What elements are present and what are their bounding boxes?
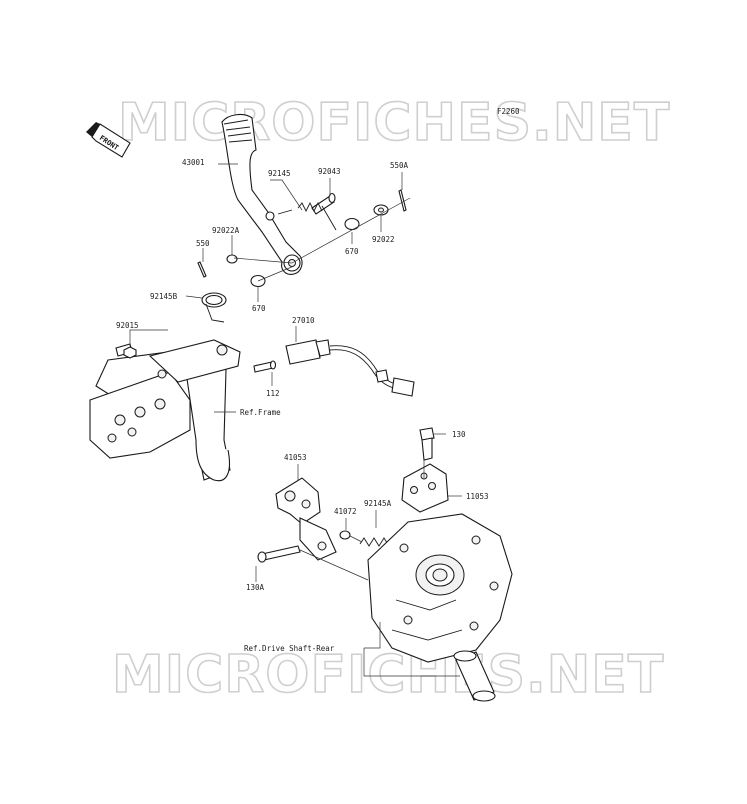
label-11053: 11053 [466, 492, 489, 501]
bracket-11053 [401, 463, 449, 513]
spring-92145b [201, 292, 227, 323]
label-130: 130 [452, 430, 466, 439]
label-92015: 92015 [116, 321, 139, 330]
label-27010: 27010 [292, 316, 315, 325]
lever-41053 [275, 477, 337, 561]
drive-shaft [453, 650, 496, 702]
o-ring-670-upper [344, 217, 360, 231]
label-92145a: 92145A [364, 499, 392, 508]
washer-92022a [226, 254, 238, 264]
drive-housing [367, 513, 513, 663]
brake-switch-27010 [285, 339, 415, 397]
bolt-130 [419, 427, 435, 461]
spring-92145 [277, 201, 337, 231]
figure-code: F2260 [497, 107, 520, 116]
label-92022: 92022 [372, 235, 395, 244]
label-41072: 41072 [334, 507, 357, 516]
frame-section [89, 339, 241, 482]
pin-92043 [311, 192, 336, 215]
watermark-bottom: MICROFICHES.NET [112, 645, 664, 705]
watermark-top: MICROFICHES.NET [118, 93, 670, 153]
nut-92015 [123, 346, 137, 359]
collar-41072 [339, 530, 351, 540]
label-43001: 43001 [182, 158, 205, 167]
cotter-pin-550a [398, 189, 407, 212]
label-92145: 92145 [268, 169, 291, 178]
cotter-pin-550 [197, 261, 207, 278]
label-92145b: 92145B [150, 292, 178, 301]
label-92022a: 92022A [212, 226, 240, 235]
label-550a: 550A [390, 161, 409, 170]
bolt-112 [253, 360, 277, 373]
label-550: 550 [196, 239, 210, 248]
label-41053: 41053 [284, 453, 307, 462]
label-92043: 92043 [318, 167, 341, 176]
label-670-upper: 670 [345, 247, 359, 256]
label-130a: 130A [246, 583, 265, 592]
bolt-130a [257, 545, 301, 563]
label-670-lower: 670 [252, 304, 266, 313]
label-112: 112 [266, 389, 280, 398]
ref-drive-shaft: Ref.Drive Shaft-Rear [244, 644, 335, 653]
ref-frame: Ref.Frame [240, 408, 281, 417]
